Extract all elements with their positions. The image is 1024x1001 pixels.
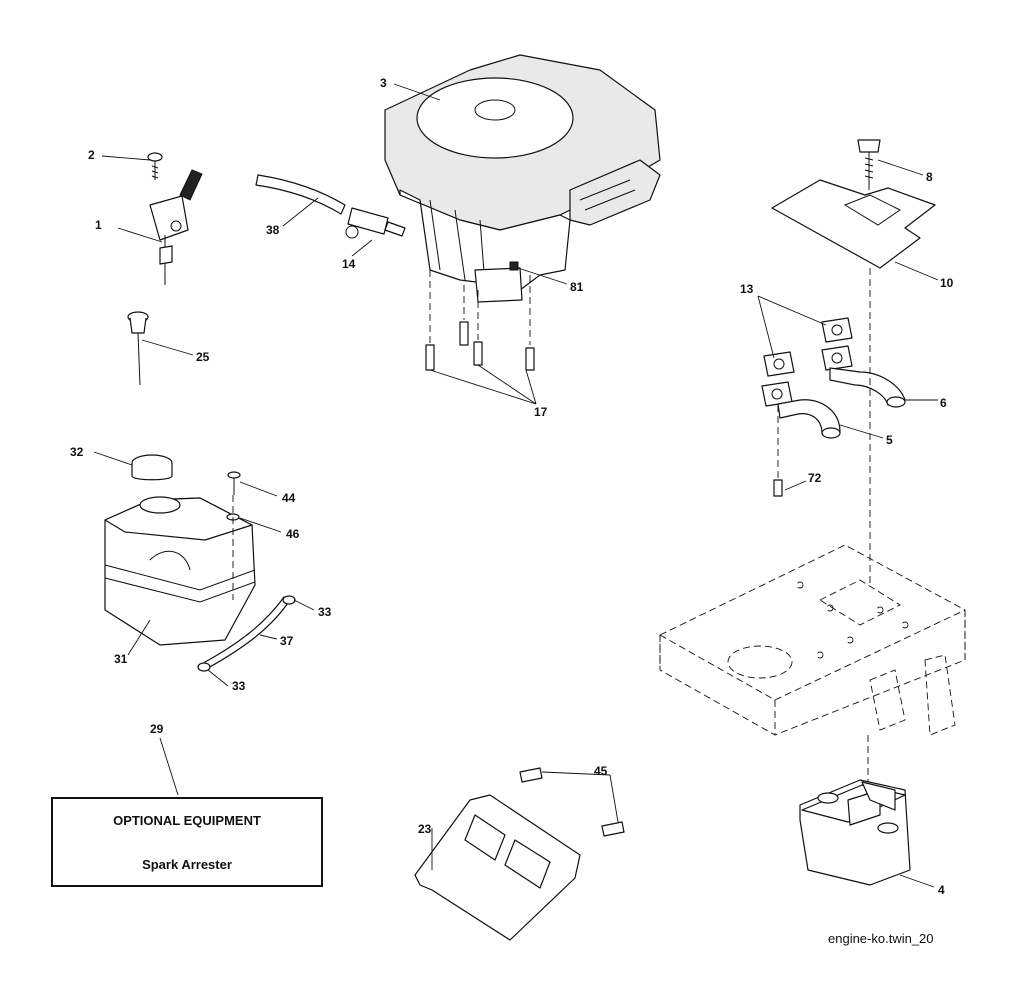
fuel-hose xyxy=(255,174,346,215)
callout-labels: 1 2 3 4 5 6 8 10 13 14 17 23 25 29 31 32… xyxy=(70,76,954,897)
callout-3: 3 xyxy=(380,76,387,90)
screw-2 xyxy=(147,152,163,180)
callout-23: 23 xyxy=(418,822,432,836)
drawing-reference: engine-ko.twin_20 xyxy=(828,931,934,946)
callout-6: 6 xyxy=(940,396,947,410)
muffler xyxy=(799,779,911,886)
callout-31: 31 xyxy=(114,652,128,666)
heat-shield xyxy=(771,179,936,269)
knob-8 xyxy=(857,139,881,190)
callout-44: 44 xyxy=(282,491,296,505)
optional-equipment-box: OPTIONAL EQUIPMENT Spark Arrester xyxy=(51,797,323,887)
callout-1: 1 xyxy=(95,218,102,232)
engine-plate xyxy=(414,794,581,941)
callout-2: 2 xyxy=(88,148,95,162)
callout-72: 72 xyxy=(808,471,822,485)
fuel-tank-screw xyxy=(226,471,241,600)
bolt-72 xyxy=(773,405,783,497)
bolts-45 xyxy=(519,767,625,837)
callout-46: 46 xyxy=(286,527,300,541)
exhaust-gaskets xyxy=(761,317,853,407)
callout-25: 25 xyxy=(196,350,210,364)
frame xyxy=(659,544,966,736)
callout-10: 10 xyxy=(940,276,954,290)
fuel-filter xyxy=(345,207,406,239)
callout-29: 29 xyxy=(150,722,164,736)
callout-4: 4 xyxy=(938,883,945,897)
optional-equipment-title: OPTIONAL EQUIPMENT xyxy=(113,813,261,828)
callout-32: 32 xyxy=(70,445,84,459)
callout-45: 45 xyxy=(594,764,608,778)
callout-37: 37 xyxy=(280,634,294,648)
choke-knob xyxy=(127,311,149,386)
optional-equipment-item: Spark Arrester xyxy=(142,857,232,872)
callout-8: 8 xyxy=(926,170,933,184)
fuel-line-37 xyxy=(197,595,296,672)
fuel-cap xyxy=(131,454,173,481)
throttle-control xyxy=(149,169,203,285)
exhaust-pipe-5 xyxy=(777,399,841,439)
callout-13: 13 xyxy=(740,282,754,296)
leader-lines xyxy=(93,83,939,888)
callout-81: 81 xyxy=(570,280,584,294)
callout-17: 17 xyxy=(534,405,548,419)
callout-38: 38 xyxy=(266,223,280,237)
engine xyxy=(384,54,661,303)
engine-bolts xyxy=(425,270,535,371)
callout-33-lower: 33 xyxy=(232,679,246,693)
fuel-tank xyxy=(104,496,256,646)
callout-14: 14 xyxy=(342,257,356,271)
exhaust-pipe-6 xyxy=(829,367,906,408)
callout-5: 5 xyxy=(886,433,893,447)
callout-33-upper: 33 xyxy=(318,605,332,619)
